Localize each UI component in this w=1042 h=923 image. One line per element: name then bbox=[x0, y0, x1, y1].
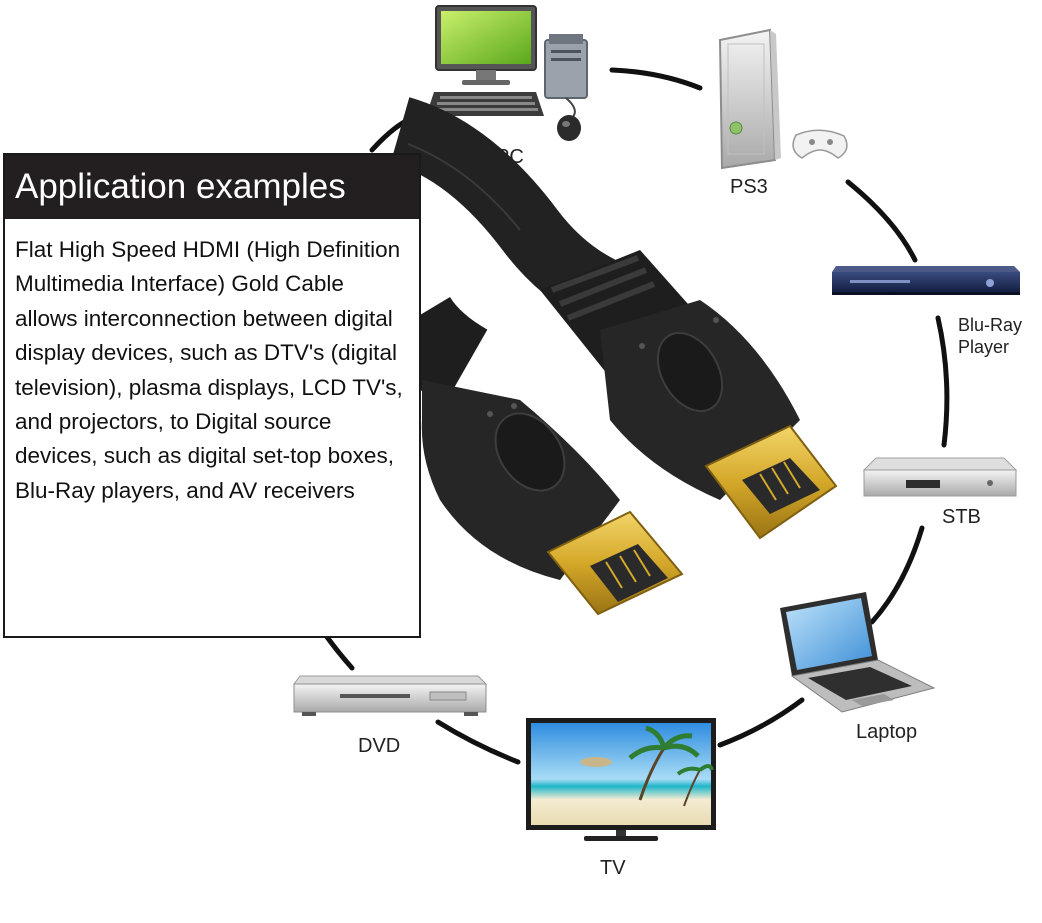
ps3-device: PS3 bbox=[718, 28, 848, 198]
panel-title: Application examples bbox=[5, 155, 419, 219]
connection-ring bbox=[319, 67, 950, 765]
ring-segment-tv-dvd bbox=[435, 719, 521, 765]
ring-segment-pc-ps3 bbox=[609, 67, 703, 91]
tv-device: TV bbox=[526, 718, 716, 879]
dvd-label: DVD bbox=[358, 735, 400, 757]
laptop-icon bbox=[780, 592, 936, 713]
television-icon bbox=[526, 718, 716, 841]
dvd-player-icon bbox=[293, 675, 488, 716]
ps3-label: PS3 bbox=[730, 176, 768, 198]
application-examples-panel: Application examples Flat High Speed HDM… bbox=[3, 153, 421, 638]
ring-segment-laptop-tv bbox=[717, 697, 805, 748]
ring-segment-bluray-stb bbox=[935, 315, 950, 448]
ring-segment-ps3-bluray bbox=[845, 179, 918, 263]
pc-device: PC bbox=[426, 5, 588, 168]
desktop-computer-icon bbox=[426, 5, 588, 141]
ring-segment-stb-laptop bbox=[869, 525, 925, 625]
bluray-label-line1: Blu-Ray bbox=[958, 315, 1022, 335]
set-top-box-icon bbox=[862, 457, 1018, 497]
dvd-device: DVD bbox=[293, 675, 488, 757]
laptop-label: Laptop bbox=[856, 721, 917, 743]
hdmi-connector-left bbox=[420, 320, 684, 616]
laptop-device: Laptop bbox=[780, 592, 936, 743]
bluray-device: Blu-Ray Player bbox=[832, 266, 1022, 357]
hdmi-connector-right bbox=[540, 250, 838, 540]
tv-label: TV bbox=[600, 857, 626, 879]
hdmi-cable-illustration bbox=[389, 97, 838, 616]
bluray-label-line2: Player bbox=[958, 337, 1009, 357]
stb-label: STB bbox=[942, 506, 981, 528]
stb-device: STB bbox=[862, 457, 1018, 528]
game-console-icon bbox=[718, 28, 848, 170]
panel-description: Flat High Speed HDMI (High Definition Mu… bbox=[15, 237, 403, 503]
bluray-player-icon bbox=[832, 266, 1020, 295]
